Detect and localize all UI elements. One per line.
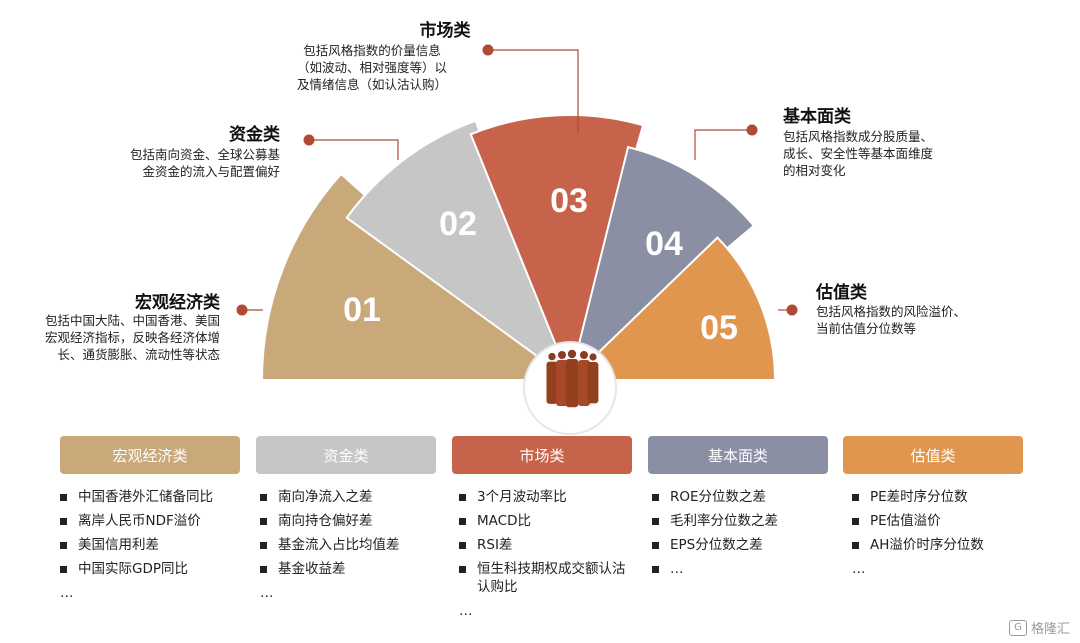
list-item: 南向持仓偏好差 [258, 512, 443, 530]
list-more: … [260, 585, 274, 601]
list-capital: 南向净流入之差 南向持仓偏好差 基金流入占比均值差 基金收益差 … [258, 488, 443, 608]
list-item: AH溢价时序分位数 [850, 536, 1035, 554]
person-figure [578, 351, 590, 406]
list-macro: 中国香港外汇储备同比 离岸人民币NDF溢价 美国信用利差 中国实际GDP同比 … [58, 488, 243, 608]
list-item: MACD比 [457, 512, 632, 530]
fan-segment-macro [260, 172, 573, 381]
connector-capital [309, 139, 399, 160]
header-market: 市场类 [452, 436, 632, 474]
list-item: 基金流入占比均值差 [258, 536, 443, 554]
list-item: 中国香港外汇储备同比 [58, 488, 243, 506]
watermark: G 格隆汇 [1008, 618, 1070, 637]
list-item: ROE分位数之差 [650, 488, 835, 506]
valuation-desc: 包括风格指数的风险溢价、 当前估值分位数等 [816, 304, 967, 336]
connector-macro-dot [236, 304, 248, 316]
list-more: … [60, 585, 74, 601]
list-item: PE估值溢价 [850, 512, 1035, 530]
market-desc: 包括风格指数的价量信息 （如波动、相对强度等）以 及情绪信息（如认沽认购） [296, 43, 447, 92]
list-item: 基金收益差 [258, 560, 443, 578]
person-figure [556, 351, 568, 406]
connector-fundamental-dot [746, 124, 758, 136]
segment-number-fundamental: 04 [645, 225, 683, 263]
list-item: 中国实际GDP同比 [58, 560, 243, 578]
connector-market-dot [482, 44, 494, 56]
capital-desc: 包括南向资金、全球公募基 金资金的流入与配置偏好 [129, 147, 280, 179]
connector-capital-dot [303, 134, 315, 146]
logo-icon: G [1008, 619, 1027, 636]
person-figure [546, 352, 558, 404]
business-people-icon [523, 341, 617, 435]
capital-title: 资金类 [229, 125, 280, 145]
list-item: 恒生科技期权成交额认沽认购比 [457, 560, 632, 596]
segment-number-market: 03 [550, 182, 588, 220]
list-item: 3个月波动率比 [457, 488, 632, 506]
valuation-title: 估值类 [816, 283, 867, 303]
header-fundamental: 基本面类 [648, 436, 828, 474]
list-item: EPS分位数之差 [650, 536, 835, 554]
header-macro: 宏观经济类 [60, 436, 240, 474]
list-item: 毛利率分位数之差 [650, 512, 835, 530]
fan-segment-valuation [567, 236, 777, 381]
market-title: 市场类 [419, 21, 471, 41]
list-item: … [650, 560, 835, 578]
macro-desc: 包括中国大陆、中国香港、美国 宏观经济指标，反映各经济体增 长、通货膨胀、流动性… [44, 313, 220, 362]
list-more: … [852, 561, 866, 577]
list-market: 3个月波动率比 MACD比 RSI差 恒生科技期权成交额认沽认购比 … [457, 488, 632, 626]
fan-segment-market [469, 114, 645, 384]
header-valuation: 估值类 [843, 436, 1023, 474]
list-item: 美国信用利差 [58, 536, 243, 554]
segment-number-macro: 01 [343, 291, 381, 329]
person-figure [587, 353, 599, 404]
macro-title: 宏观经济类 [135, 293, 220, 313]
watermark-text: 格隆汇 [1030, 622, 1070, 637]
connector-fundamental [694, 129, 752, 160]
list-fundamental: ROE分位数之差 毛利率分位数之差 EPS分位数之差 … [650, 488, 835, 584]
connector-valuation-dot [786, 304, 798, 316]
person-figure [565, 349, 579, 408]
fan-segment-capital [345, 119, 573, 383]
list-valuation: PE差时序分位数 PE估值溢价 AH溢价时序分位数 … [850, 488, 1035, 584]
segment-number-valuation: 05 [700, 309, 738, 347]
list-item: PE差时序分位数 [850, 488, 1035, 506]
fundamental-title: 基本面类 [783, 107, 851, 127]
fan-segment-fundamental [568, 145, 756, 383]
list-item: 南向净流入之差 [258, 488, 443, 506]
list-more: … [459, 603, 473, 619]
connector-market [488, 49, 579, 133]
list-item: 离岸人民币NDF溢价 [58, 512, 243, 530]
header-capital: 资金类 [256, 436, 436, 474]
list-item: RSI差 [457, 536, 632, 554]
fundamental-desc: 包括风格指数成分股质量、 成长、安全性等基本面维度 的相对变化 [783, 129, 934, 178]
segment-number-capital: 02 [439, 205, 477, 243]
